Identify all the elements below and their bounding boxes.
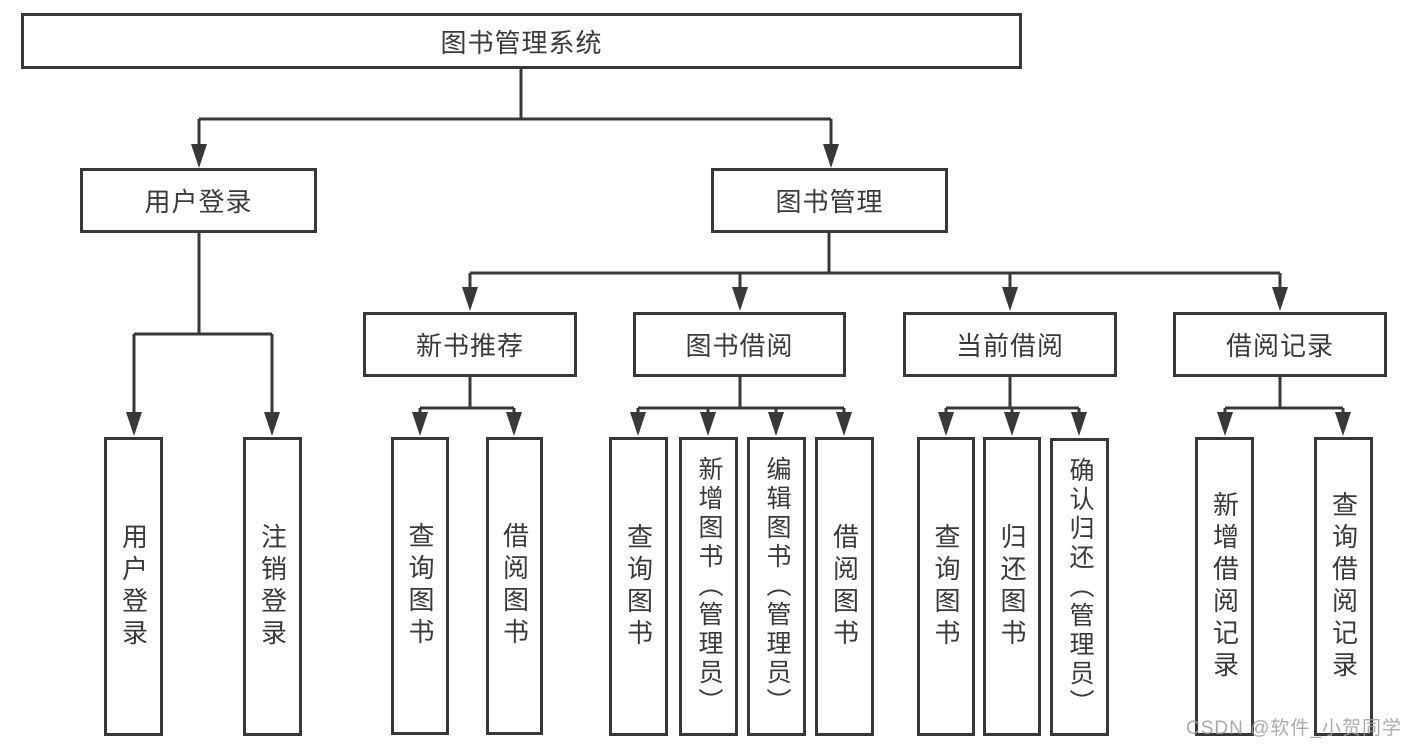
arrowhead-icon — [506, 412, 522, 436]
arrowhead-icon — [126, 412, 142, 436]
arrowhead-icon — [823, 144, 839, 168]
arrowhead-icon — [732, 287, 748, 311]
connector-user-login-split — [132, 230, 274, 414]
arrowhead-icon — [768, 412, 784, 436]
leaf-borrow-books-borrowing: 借阅图书 — [815, 437, 874, 736]
arrowhead-icon — [700, 412, 716, 436]
leaf-user-login: 用户登录 — [104, 437, 163, 736]
arrowhead-icon — [1002, 287, 1018, 311]
node-library-management-system: 图书管理系统 — [21, 13, 1022, 69]
node-borrowing-records: 借阅记录 — [1173, 312, 1387, 377]
leaf-logout: 注销登录 — [243, 437, 302, 736]
connector-book-management-split — [468, 230, 1282, 290]
arrowhead-icon — [836, 412, 852, 436]
node-user-login: 用户登录 — [80, 168, 317, 233]
node-new-book-recommendation: 新书推荐 — [363, 312, 577, 377]
arrowhead-icon — [938, 412, 954, 436]
leaf-query-borrow-record: 查询借阅记录 — [1314, 437, 1373, 736]
node-book-borrowing: 图书借阅 — [633, 312, 846, 377]
arrowhead-icon — [1335, 412, 1351, 436]
leaf-return-books: 归还图书 — [983, 437, 1041, 736]
node-current-borrowing: 当前借阅 — [903, 312, 1117, 377]
node-book-management: 图书管理 — [711, 168, 948, 233]
arrowhead-icon — [462, 287, 478, 311]
connector-root-split — [197, 66, 833, 146]
csdn-watermark: CSDN @软件_小贺同学 — [1186, 718, 1402, 739]
arrowhead-icon — [191, 144, 207, 168]
connector-new-book-split — [418, 374, 516, 414]
arrowhead-icon — [1004, 412, 1020, 436]
arrowhead-icon — [412, 412, 428, 436]
connector-lines — [132, 66, 1345, 414]
arrowheads — [126, 144, 1351, 436]
leaf-query-books-recommend: 查询图书 — [391, 437, 449, 735]
leaf-borrow-books-recommend: 借阅图书 — [486, 437, 543, 735]
arrowhead-icon — [1071, 412, 1087, 436]
connector-records-split — [1223, 374, 1345, 414]
arrowhead-icon — [1272, 287, 1288, 311]
leaf-edit-book-admin: 编辑图书（管理员） — [747, 437, 806, 736]
leaf-query-books-current: 查询图书 — [917, 437, 975, 736]
leaf-confirm-return-admin: 确认归还（管理员） — [1050, 438, 1109, 736]
arrowhead-icon — [264, 412, 280, 436]
leaf-query-books-borrowing: 查询图书 — [609, 437, 668, 736]
connector-current-borrow-split — [944, 374, 1081, 414]
leaf-add-borrow-record: 新增借阅记录 — [1195, 437, 1254, 736]
connector-book-borrow-split — [636, 374, 846, 414]
arrowhead-icon — [630, 412, 646, 436]
arrowhead-icon — [1217, 412, 1233, 436]
leaf-add-book-admin: 新增图书（管理员） — [679, 437, 738, 736]
